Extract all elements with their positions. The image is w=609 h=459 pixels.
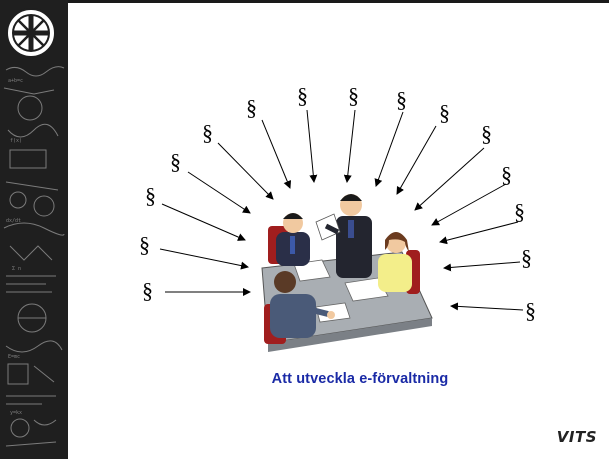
top-border [68, 0, 609, 3]
svg-text:E=mc: E=mc [8, 354, 20, 360]
svg-text:dx/dt: dx/dt [6, 218, 21, 224]
sidebar-decoration: a+b=c f(x) dx/dt Σ n E=mc y=kx [0, 0, 68, 459]
svg-text:Σ n: Σ n [12, 266, 21, 272]
section-sign: § [145, 183, 156, 208]
section-signs: § § § § § § § § § § § § § § § [139, 83, 536, 323]
business-meeting-clipart-icon [261, 194, 433, 352]
section-sign: § [501, 162, 512, 187]
section-sign: § [396, 87, 407, 112]
section-sign: § [481, 121, 492, 146]
section-sign: § [142, 278, 153, 303]
chalkboard-texture: a+b=c f(x) dx/dt Σ n E=mc y=kx [0, 0, 68, 459]
section-sign: § [246, 95, 257, 120]
svg-text:a+b=c: a+b=c [8, 78, 23, 84]
arrows [159, 109, 524, 311]
section-sign: § [139, 232, 150, 257]
section-sign: § [348, 83, 359, 108]
section-sign: § [525, 298, 536, 323]
section-sign: § [521, 245, 532, 270]
svg-text:f(x): f(x) [10, 138, 22, 144]
university-seal-icon [4, 6, 58, 60]
section-sign: § [514, 199, 525, 224]
section-sign: § [170, 149, 181, 174]
svg-text:y=kx: y=kx [10, 410, 22, 416]
slide-caption: Att utveckla e-förvaltning [271, 371, 449, 387]
section-sign: § [202, 120, 213, 145]
section-sign: § [297, 83, 308, 108]
brand-logo-text: VITS [556, 428, 597, 446]
section-sign: § [439, 100, 450, 125]
